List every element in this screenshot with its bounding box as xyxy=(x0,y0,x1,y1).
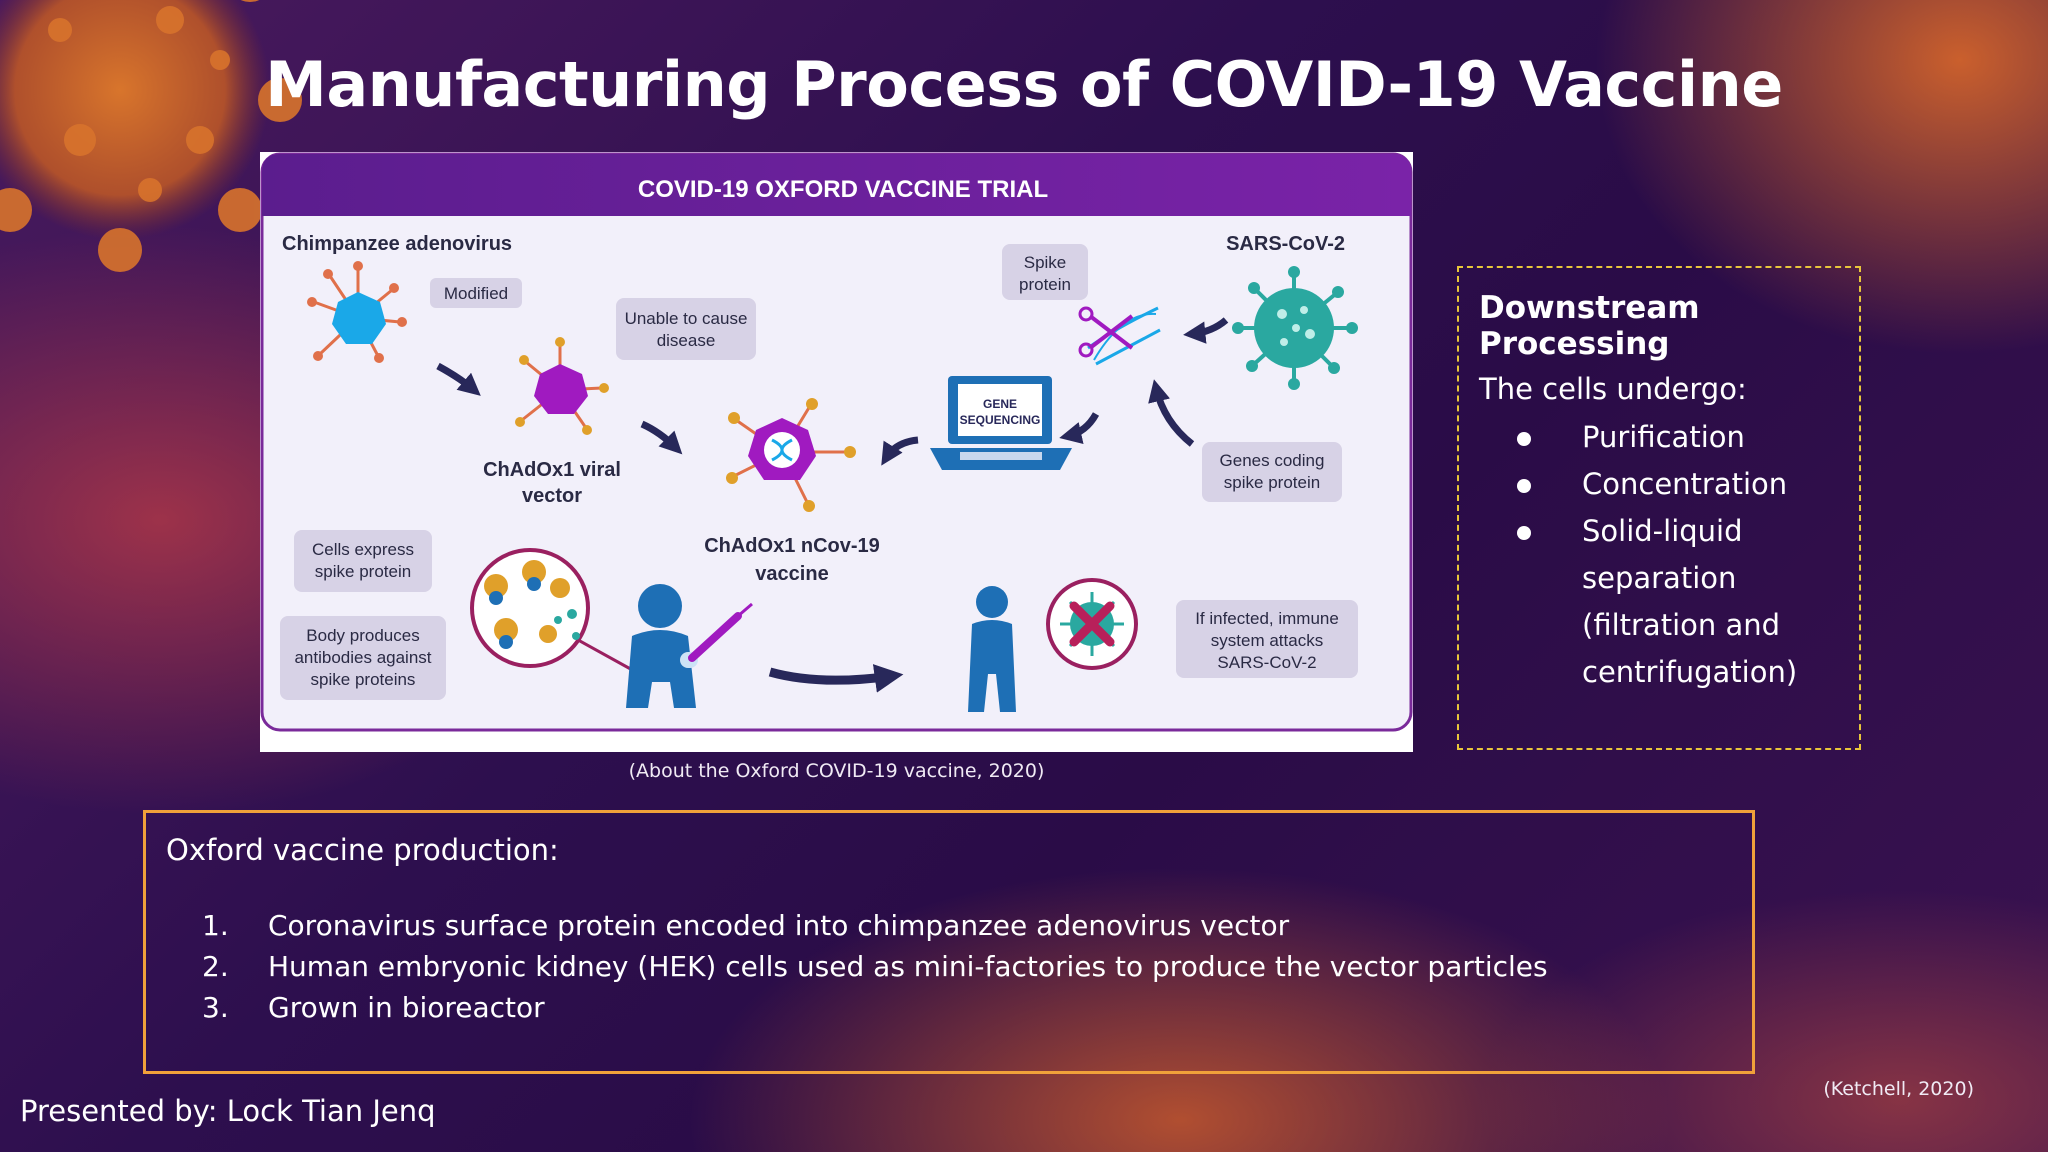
bullet-icon xyxy=(1517,526,1531,540)
list-item: 2. Human embryonic kidney (HEK) cells use… xyxy=(166,946,1732,987)
presenter-credit: Presented by: Lock Tian Jenq xyxy=(20,1094,436,1128)
slide-title: Manufacturing Process of COVID-19 Vaccin… xyxy=(265,48,1783,121)
downstream-list: Purification Concentration Solid-liquid … xyxy=(1479,414,1839,696)
production-box: Oxford vaccine production: 1. Coronavirus… xyxy=(143,810,1755,1074)
list-item: 3. Grown in bioreactor xyxy=(166,987,1732,1028)
list-item: Concentration xyxy=(1479,461,1839,508)
label-spike-1: Spike xyxy=(1024,253,1067,272)
bullet-icon xyxy=(1517,479,1531,493)
list-number: 2. xyxy=(202,950,229,983)
label-cells-1: Cells express xyxy=(312,540,414,559)
list-item-text: Concentration xyxy=(1582,467,1788,501)
downstream-intro: The cells undergo: xyxy=(1479,372,1747,406)
label-genes-1: Genes coding xyxy=(1220,451,1325,470)
label-vaccine-1: ChAdOx1 nCov-19 xyxy=(704,535,880,557)
production-title: Oxford vaccine production: xyxy=(166,833,559,867)
label-viral-2: vector xyxy=(522,485,582,507)
label-infected-2: system attacks xyxy=(1211,631,1323,650)
label-genes-2: spike protein xyxy=(1224,473,1320,492)
downstream-title: Downstream Processing xyxy=(1479,290,1700,362)
list-item-text: Purification xyxy=(1582,420,1745,454)
label-gene-2: SEQUENCING xyxy=(960,413,1041,427)
vaccine-particle-icon xyxy=(726,398,856,512)
oxford-vaccine-figure: COVID-19 OXFORD VACCINE TRIAL Chimpanzee… xyxy=(260,152,1413,752)
label-body-2: antibodies against xyxy=(294,648,431,667)
slide-citation: (Ketchell, 2020) xyxy=(1823,1078,1974,1100)
downstream-processing-box: Downstream Processing The cells undergo:… xyxy=(1457,266,1861,750)
label-gene-1: GENE xyxy=(983,397,1017,411)
syringe-icon xyxy=(688,602,753,662)
list-item: Solid-liquid separation (filtration and … xyxy=(1479,508,1839,696)
list-item-text: Human embryonic kidney (HEK) cells used … xyxy=(268,950,1548,983)
production-list: 1. Coronavirus surface protein encoded in… xyxy=(166,905,1732,1028)
label-chimp: Chimpanzee adenovirus xyxy=(282,233,512,255)
person-icon xyxy=(968,586,1016,712)
label-unable-1: Unable to cause xyxy=(625,309,748,328)
coronavirus-decoration-icon xyxy=(0,0,302,272)
label-spike-2: protein xyxy=(1019,275,1071,294)
bullet-icon xyxy=(1517,432,1531,446)
label-cells-2: spike protein xyxy=(315,562,411,581)
label-modified: Modified xyxy=(444,284,508,303)
label-infected-1: If infected, immune xyxy=(1195,609,1339,628)
label-viral-1: ChAdOx1 viral xyxy=(483,459,621,481)
list-item-text: Solid-liquid separation (filtration and … xyxy=(1582,514,1798,689)
label-vaccine-2: vaccine xyxy=(755,563,828,585)
list-item: Purification xyxy=(1479,414,1839,461)
figure-caption: (About the Oxford COVID-19 vaccine, 2020… xyxy=(628,760,1045,782)
list-number: 3. xyxy=(202,991,229,1024)
scissors-dna-icon xyxy=(1078,306,1161,366)
label-body-3: spike proteins xyxy=(311,670,416,689)
label-body-1: Body produces xyxy=(306,626,419,645)
laptop-icon: GENE SEQUENCING xyxy=(930,376,1072,470)
list-item-text: Grown in bioreactor xyxy=(268,991,545,1024)
list-item: 1. Coronavirus surface protein encoded in… xyxy=(166,905,1732,946)
sars-cov-2-icon xyxy=(1232,266,1358,390)
label-infected-3: SARS-CoV-2 xyxy=(1217,653,1316,672)
label-sars: SARS-CoV-2 xyxy=(1226,233,1345,255)
list-item-text: Coronavirus surface protein encoded into… xyxy=(268,909,1290,942)
label-unable-2: disease xyxy=(657,331,716,350)
blocked-virus-icon xyxy=(1046,578,1138,670)
viral-vector-icon xyxy=(515,337,609,435)
adenovirus-icon xyxy=(307,261,407,363)
magnifier-icon xyxy=(470,548,637,674)
person-icon xyxy=(626,584,698,708)
list-number: 1. xyxy=(202,909,229,942)
figure-header: COVID-19 OXFORD VACCINE TRIAL xyxy=(638,176,1048,203)
